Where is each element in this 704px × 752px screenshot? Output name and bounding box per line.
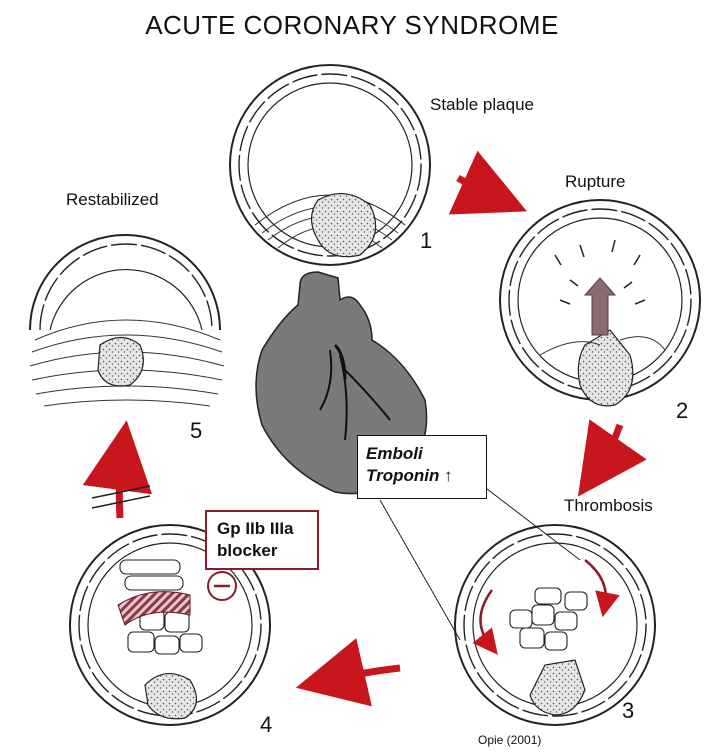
emboli-connector-line — [380, 500, 460, 640]
stage-4-number: 4 — [260, 712, 272, 738]
gp-text: Gp IIb IIIa — [207, 518, 317, 540]
arrow-4-to-5 — [119, 455, 122, 518]
stage-5-number: 5 — [190, 418, 202, 444]
vessel-thrombosis — [455, 525, 655, 725]
stage-1-label: Stable plaque — [430, 95, 534, 115]
stage-2-label: Rupture — [565, 172, 625, 192]
emboli-troponin-box: Emboli Troponin ↑ — [357, 435, 487, 499]
vessel-rupture — [500, 200, 700, 406]
emboli-text: Emboli — [358, 443, 486, 465]
source-credit: Opie (2001) — [478, 733, 541, 747]
gp-blocker-box: Gp IIb IIIa blocker — [205, 510, 319, 570]
vessel-restabilized — [30, 235, 224, 406]
troponin-text: Troponin ↑ — [358, 465, 486, 487]
arrow-3-to-4 — [330, 668, 400, 680]
blocker-text: blocker — [207, 540, 317, 562]
stage-1-number: 1 — [420, 228, 432, 254]
stage-2-number: 2 — [676, 398, 688, 424]
arrow-2-to-3 — [598, 425, 620, 468]
diagram-title: ACUTE CORONARY SYNDROME — [0, 10, 704, 41]
stage-5-label: Restabilized — [66, 190, 159, 210]
stage-3-label: Thrombosis — [564, 496, 653, 516]
stage-3-number: 3 — [622, 698, 634, 724]
arrow-1-to-2 — [458, 178, 495, 197]
vessel-stable-plaque — [230, 65, 430, 265]
